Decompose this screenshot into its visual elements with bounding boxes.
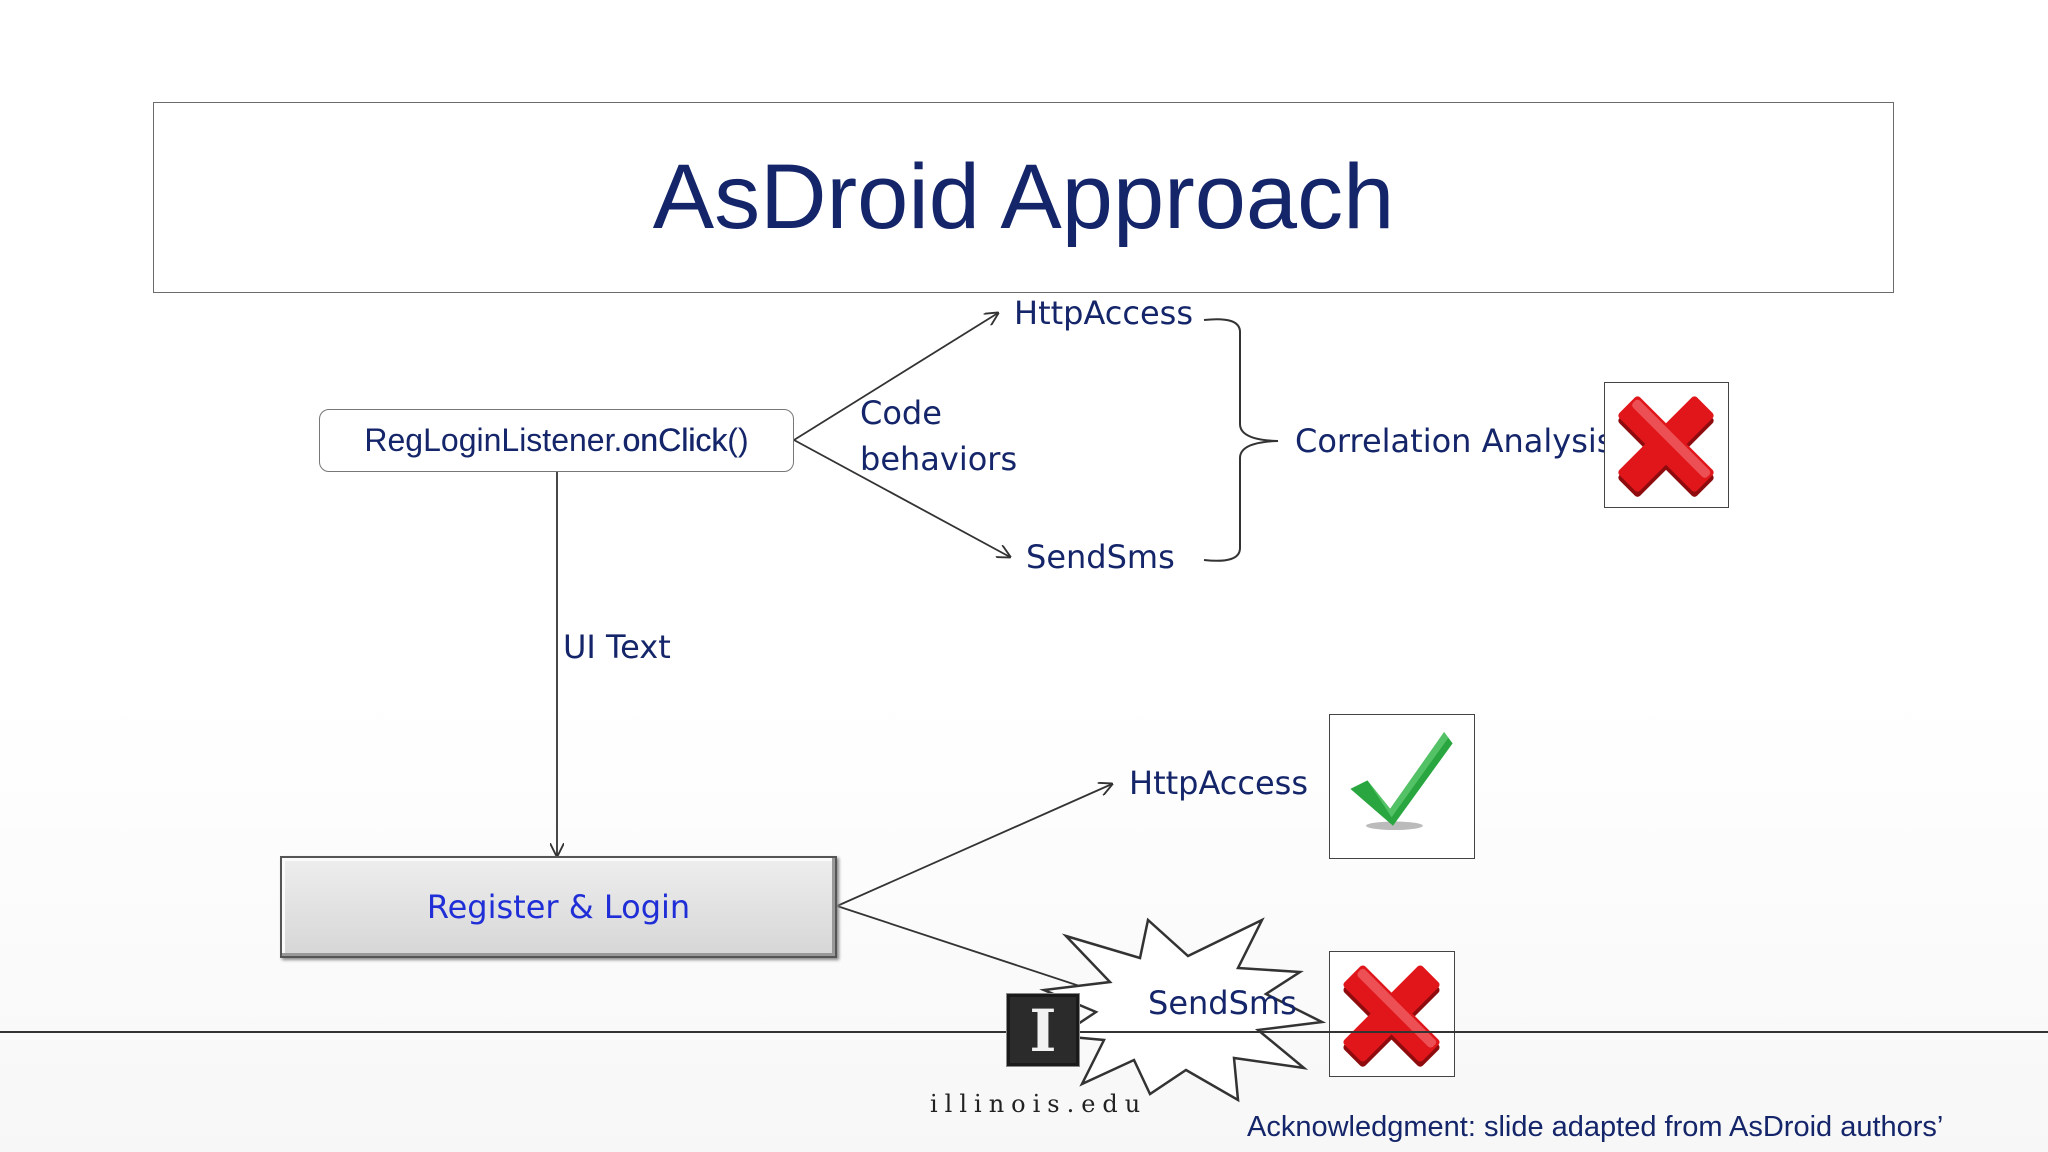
top-send-sms-label: SendSms	[1026, 538, 1175, 576]
arrow-to-bottom-http	[836, 784, 1112, 907]
arrow-to-bottom-sms	[836, 905, 1128, 1002]
cross-icon	[1343, 965, 1440, 1067]
code-behaviors-line-2: behaviors	[860, 440, 1018, 478]
slide-title: AsDroid Approach	[652, 146, 1395, 248]
illinois-logo-icon: I	[1005, 992, 1081, 1068]
check-icon	[1350, 732, 1453, 831]
cross-icon	[1618, 396, 1714, 497]
method-node: RegLoginListener.onClick()	[319, 409, 794, 472]
acknowledgment-text: Acknowledgment: slide adapted from AsDro…	[1247, 1111, 1944, 1143]
method-name: onClick	[622, 422, 728, 458]
code-behaviors-label: Code behaviors	[860, 390, 1017, 482]
code-behaviors-line-1: Code	[860, 394, 942, 432]
bottom-sms-cross-box	[1329, 951, 1455, 1077]
top-http-access-label: HttpAccess	[1014, 294, 1194, 332]
correlation-cross-box	[1604, 382, 1729, 508]
bottom-http-access-label: HttpAccess	[1129, 764, 1309, 802]
ui-text-label: UI Text	[563, 628, 671, 666]
register-login-button[interactable]: Register & Login	[280, 856, 837, 958]
title-box: AsDroid Approach	[153, 102, 1894, 293]
method-prefix: RegLoginListener.	[364, 422, 623, 458]
arrow-to-top-sms	[793, 439, 1010, 557]
illinois-edu-text: illinois.edu	[930, 1090, 1148, 1118]
bottom-http-check-box	[1329, 714, 1475, 859]
correlation-brace	[1203, 318, 1279, 562]
arrow-to-top-http	[793, 313, 998, 441]
method-suffix: ()	[727, 422, 749, 458]
logo-glyph: I	[1029, 997, 1056, 1065]
correlation-analysis-label: Correlation Analysis	[1295, 422, 1614, 460]
bottom-send-sms-label: SendSms	[1148, 984, 1297, 1022]
register-login-label: Register & Login	[426, 888, 691, 926]
illinois-logo: I	[1005, 992, 1081, 1068]
